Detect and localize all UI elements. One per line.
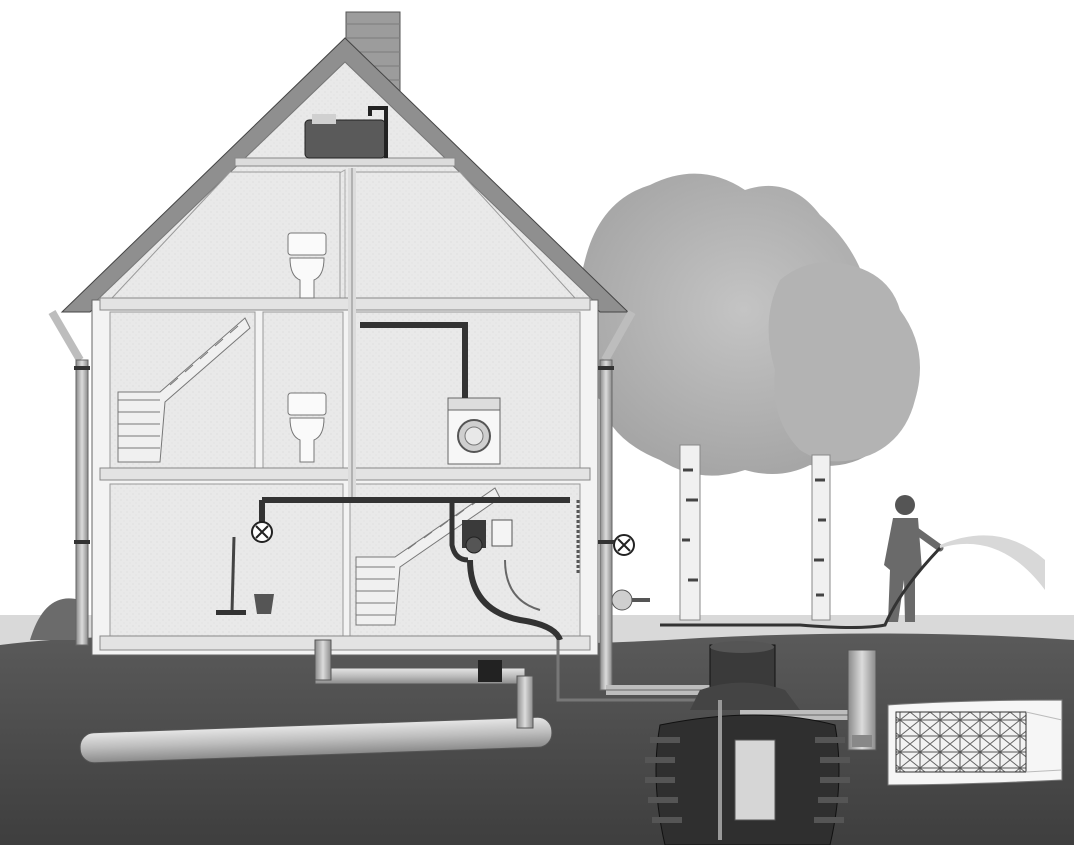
infiltration-crate	[888, 700, 1062, 785]
valve-outdoor	[614, 535, 634, 555]
tree-canopy-2	[769, 262, 920, 461]
gutter-downpipe-left	[52, 312, 90, 645]
control-panel	[492, 520, 512, 546]
room-basement-left	[110, 484, 343, 639]
washing-machine	[448, 398, 500, 464]
person-watering	[660, 495, 1045, 628]
valve-basement	[252, 522, 272, 542]
bucket	[254, 594, 274, 614]
water-spray	[940, 535, 1045, 590]
garden-tap	[612, 590, 650, 610]
filter-shaft	[848, 650, 876, 750]
